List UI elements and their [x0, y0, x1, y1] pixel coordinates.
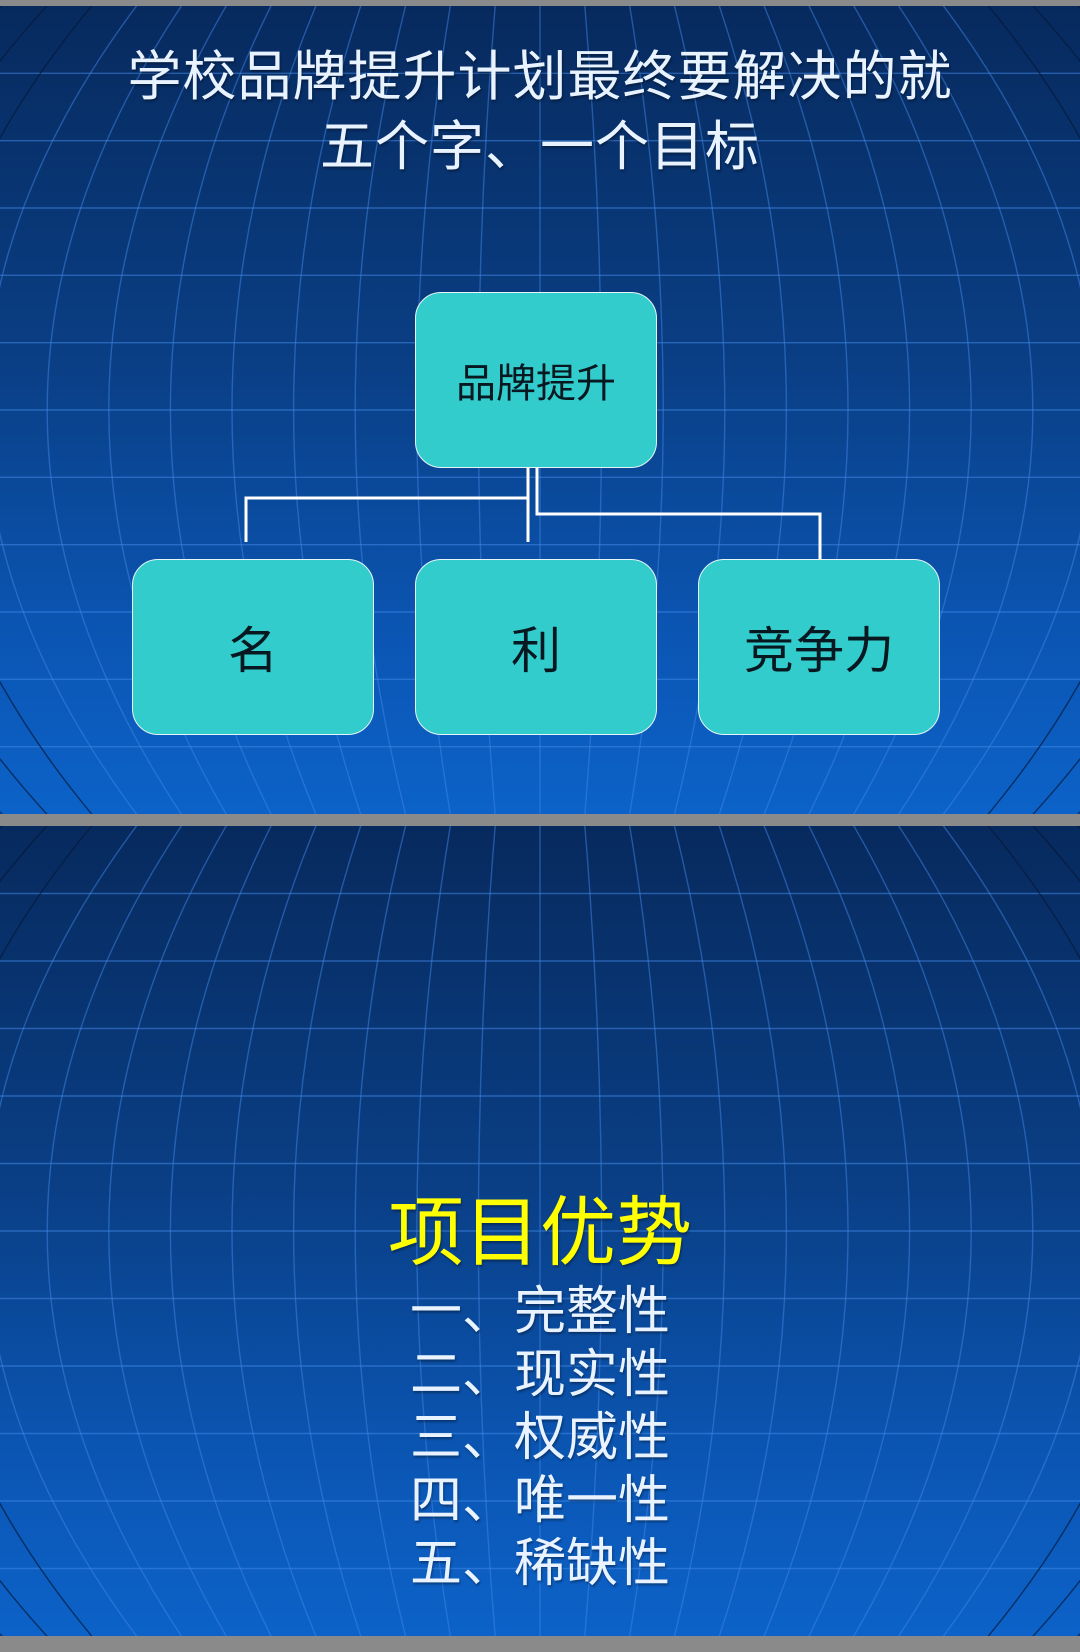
org-node-profit: 利 — [415, 559, 657, 735]
advantages-list: 一、完整性 二、现实性 三、权威性 四、唯一性 五、稀缺性 — [0, 1281, 1080, 1596]
org-node-profit-label: 利 — [511, 622, 561, 680]
org-node-root-label: 品牌提升 — [456, 361, 616, 407]
org-node-competitiveness: 竞争力 — [698, 559, 940, 735]
org-node-name: 名 — [132, 559, 374, 735]
advantage-item: 二、现实性 — [409, 1345, 670, 1405]
slide-org-chart: 学校品牌提升计划最终要解决的就 五个字、一个目标 品牌提升 名 利 竞争力 — [0, 6, 1080, 814]
connector-to-node-1 — [244, 468, 530, 542]
org-node-root: 品牌提升 — [415, 292, 657, 468]
advantage-item: 三、权威性 — [409, 1408, 670, 1468]
org-node-competitiveness-label: 竞争力 — [744, 622, 894, 680]
slide-title-line-2: 五个字、一个目标 — [320, 115, 760, 178]
advantage-item: 四、唯一性 — [409, 1471, 670, 1531]
connector-to-node-3 — [535, 468, 822, 559]
org-node-name-label: 名 — [228, 622, 278, 680]
advantage-item: 五、稀缺性 — [409, 1534, 670, 1594]
advantage-item: 一、完整性 — [409, 1282, 670, 1342]
advantages-heading: 项目优势 — [388, 1188, 692, 1277]
slide-project-advantages: 项目优势 一、完整性 二、现实性 三、权威性 四、唯一性 五、稀缺性 — [0, 826, 1080, 1636]
slide-title-line-1: 学校品牌提升计划最终要解决的就 — [127, 45, 953, 108]
